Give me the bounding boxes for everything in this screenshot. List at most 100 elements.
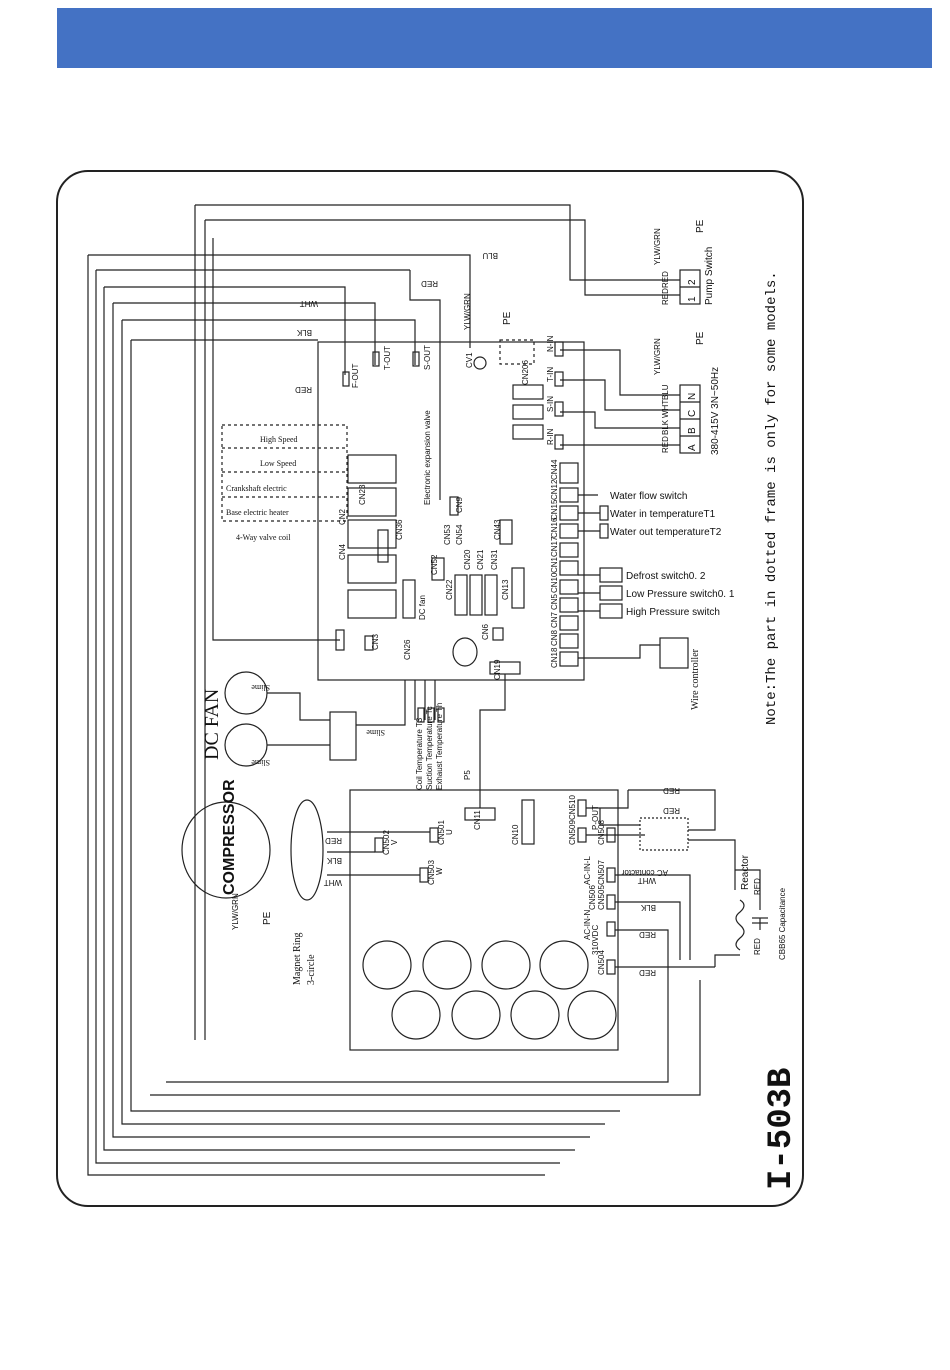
cn53-label: CN53 <box>443 524 452 545</box>
pe-label-power: PE <box>695 331 706 345</box>
fan-slime-1: Slime <box>251 683 270 692</box>
low-pressure-label: Low Pressure switch0. 1 <box>626 589 735 600</box>
dc-fan-port-label: DC fan <box>418 595 427 620</box>
cn503-label: CN503 <box>427 860 436 885</box>
terminal-a: A <box>687 444 698 451</box>
wire-red-reactor1: RED <box>753 878 762 895</box>
exp-valve-label: Electronic expansion valve <box>423 410 432 505</box>
defrost-label: Defrost switch0. 2 <box>626 571 706 582</box>
terminal-n: N <box>687 393 698 400</box>
input-s: S-IN <box>546 396 555 412</box>
output-t: T-OUT <box>383 346 392 370</box>
wire-blk-drive: BLK <box>640 903 656 912</box>
cn52-label: CN52 <box>430 554 439 575</box>
cn19-label: CN19 <box>493 659 502 680</box>
wire-blk-b: BLK <box>661 419 670 435</box>
pe-label-pump: PE <box>695 219 706 233</box>
cn509-label: CN509 <box>568 820 577 845</box>
four-way-label: 4-Way valve coil <box>236 533 291 542</box>
wire-wht-top: WHT <box>300 299 318 308</box>
w-label: W <box>435 867 444 875</box>
wire-red-pump1: RED <box>661 288 670 305</box>
cn31-label: CN31 <box>490 549 499 570</box>
cv1-label: CV1 <box>465 352 474 368</box>
cn508-label: CN508 <box>597 820 606 845</box>
high-speed-label: High Speed <box>260 435 298 444</box>
water-in-label: Water in temperatureT1 <box>610 509 716 520</box>
ac-in-n-label: AC-IN-N <box>583 910 592 940</box>
water-out-label: Water out temperatureT2 <box>610 527 722 538</box>
p5-label: P5 <box>463 770 472 780</box>
port-cn1: CN1 <box>550 556 559 573</box>
pout-label: P-OUT <box>591 805 600 830</box>
port-cn7: CN7 <box>550 611 559 628</box>
wire-wht-drive: WHT <box>638 876 656 885</box>
fan-slime-2: Slime <box>251 758 270 767</box>
cn510-label: CN510 <box>568 795 577 820</box>
magnet-ring-label: Magnet Ring <box>292 933 303 986</box>
note-label: Note:The part in dotted frame is only fo… <box>764 271 780 725</box>
wire-red-drive1: RED <box>663 786 680 795</box>
wire-blk-v: BLK <box>326 856 342 865</box>
water-flow-label: Water flow switch <box>610 491 687 502</box>
input-n: N-IN <box>546 335 555 352</box>
cn4-label: CN4 <box>338 543 347 560</box>
pe-label-cv: PE <box>502 311 513 325</box>
compressor-title: COMPRESSOR <box>221 779 238 895</box>
wire-red-drive2: RED <box>663 806 680 815</box>
base-heater-label: Base electric heater <box>226 508 289 517</box>
wire-blu-top: BLU <box>482 251 498 260</box>
cn23-label: CN23 <box>358 484 367 505</box>
cn507-label: CN507 <box>597 860 606 885</box>
wire-controller-label: Wire controller <box>690 648 701 710</box>
wire-wht-c: WHT <box>661 400 670 418</box>
v-label: V <box>390 839 399 845</box>
cn502-label: CN502 <box>382 830 391 855</box>
pe-label-compressor: PE <box>262 911 273 925</box>
port-cn44: CN44 <box>550 459 559 480</box>
terminal-b: B <box>687 427 698 434</box>
fan-slime-3: Slime <box>366 728 385 737</box>
cn9-label: CN9 <box>455 496 464 513</box>
ac-in-l-label: AC-IN-L <box>583 856 592 885</box>
temp-sensor-coil: Coil Temperature T3 <box>415 717 424 790</box>
temp-sensor-suction: Suction Temperature Tc <box>425 706 434 790</box>
wire-red-drive3: RED <box>639 930 656 939</box>
cn21-label: CN21 <box>476 549 485 570</box>
contactor-label: AC contactor <box>621 868 668 877</box>
capacitor-label: CBB65 Capacitance <box>778 887 787 960</box>
input-t: T-IN <box>546 367 555 382</box>
output-s: S-OUT <box>423 345 432 370</box>
dc-fan-title: DC FAN <box>201 689 223 760</box>
cn36-label: CN36 <box>395 519 404 540</box>
high-pressure-label: High Pressure switch <box>626 607 720 618</box>
cn504-label: CN504 <box>597 950 606 975</box>
wire-red-u: RED <box>325 836 342 845</box>
terminal-2: 2 <box>687 279 698 285</box>
cn506-label: CN506 <box>588 885 597 910</box>
port-cn17: CN17 <box>550 536 559 557</box>
cn501-label: CN501 <box>437 820 446 845</box>
ylwgrn-compressor: YLW/GRN <box>231 893 240 930</box>
wire-red-drive4: RED <box>639 968 656 977</box>
cn2-label: CN2 <box>338 508 347 525</box>
terminal-1: 1 <box>687 296 698 302</box>
port-cn18: CN18 <box>550 647 559 668</box>
wire-blu-n: BLU <box>661 384 670 400</box>
cn20-label: CN20 <box>463 549 472 570</box>
magnet-circle-label: 3-circle <box>306 954 317 985</box>
wire-wht-w: WHT <box>324 878 342 887</box>
main-inputs: R-IN <box>546 428 555 445</box>
output-f: F-OUT <box>351 363 360 388</box>
ylwgrn-power: YLW/GRN <box>653 338 662 375</box>
wire-red-fout: RED <box>295 385 312 394</box>
u-label: U <box>445 829 454 835</box>
wire-red-reactor2: RED <box>753 938 762 955</box>
pump-switch-label: Pump Switch <box>704 247 715 305</box>
port-cn15: CN15 <box>550 499 559 520</box>
cn26-label: CN26 <box>403 639 412 660</box>
wire-red-pump2: RED <box>661 271 670 288</box>
cn6-label: CN6 <box>481 623 490 640</box>
port-cn10: CN10 <box>550 572 559 593</box>
terminal-c: C <box>687 410 698 417</box>
